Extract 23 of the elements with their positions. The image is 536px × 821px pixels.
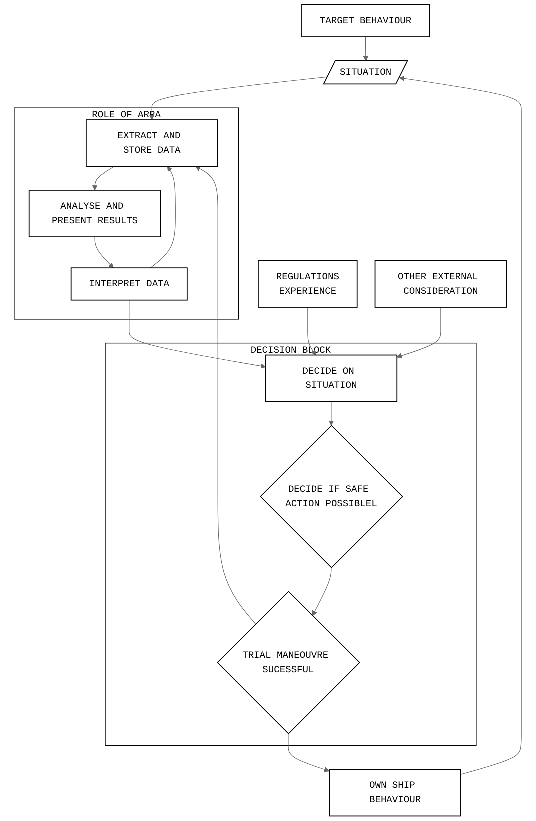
arrow [150, 76, 328, 120]
node-box: TARGET BEHAVIOUR [302, 4, 430, 38]
arrow [94, 236, 114, 268]
node-box: DECIDE ON SITUATION [265, 354, 398, 402]
node-diamond: TRIAL MANEOUVRE SUCESSFUL [217, 591, 360, 734]
arrow [92, 166, 115, 191]
node-box: INTERPRET DATA [70, 268, 188, 301]
node-box: ANALYSE AND PRESENT RESULTS [28, 190, 162, 238]
arrow [396, 307, 442, 358]
arrow [129, 300, 266, 369]
node-diamond: DECIDE IF SAFE ACTION POSSIBLEL [260, 425, 404, 568]
arrow [399, 76, 522, 775]
node-box: REGULATIONS EXPERIENCE [258, 260, 358, 308]
arrow [308, 307, 316, 356]
arrow [150, 166, 176, 268]
node-box: OWN SHIP BEHAVIOUR [329, 769, 462, 817]
arrow [363, 36, 369, 62]
node-box: EXTRACT AND STORE DATA [86, 120, 218, 168]
arrow [328, 402, 334, 426]
node-box: OTHER EXTERNAL CONSIDERATION [374, 260, 508, 308]
arrow [312, 568, 332, 616]
arrow [196, 166, 256, 625]
arrow [288, 734, 330, 772]
